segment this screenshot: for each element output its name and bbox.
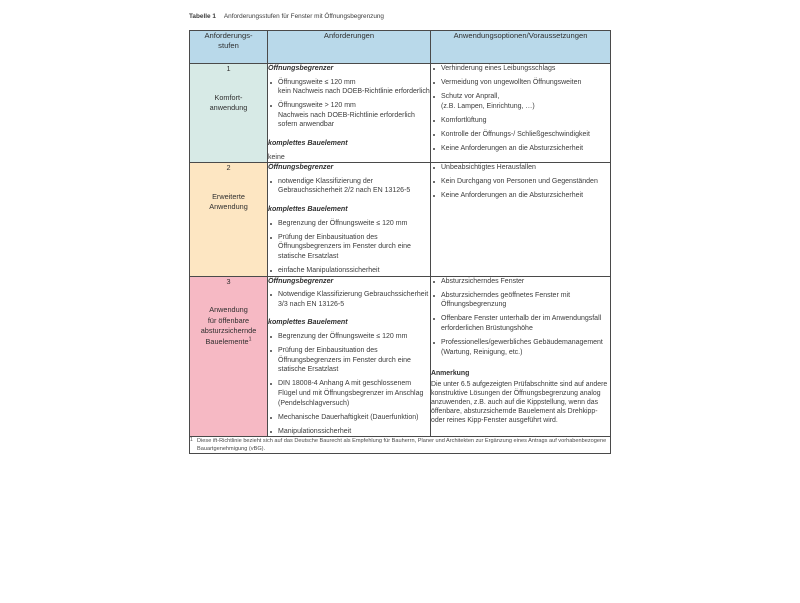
requirements-group2-list: Begrenzung der Öffnungsweite ≤ 120 mm Prü… — [268, 219, 430, 276]
list-item: Begrenzung der Öffnungsweite ≤ 120 mm — [268, 332, 430, 342]
level-number: 2 — [226, 163, 231, 173]
table-caption-label: Tabelle 1 — [189, 13, 216, 20]
requirements-group-title: Öffnungsbegrenzer — [268, 163, 334, 172]
requirements-cell-1: Öffnungsbegrenzer Öffnungsweite ≤ 120 mm… — [267, 62, 431, 164]
list-item: Komfortlüftung — [431, 116, 610, 126]
requirements-group2-title: komplettes Bauelement — [268, 318, 348, 327]
requirements-cell-3: Öffnungsbegrenzer Notwendige Klassifizie… — [267, 275, 431, 438]
list-item: Notwendige Klassifizierung Gebrauchssich… — [268, 290, 430, 309]
list-item: Keine Anforderungen an die Absturzsicher… — [431, 191, 610, 201]
requirements-group-title: Öffnungsbegrenzer — [268, 64, 334, 72]
list-item: DIN 18008-4 Anhang A mit geschlossenem F… — [268, 379, 430, 408]
requirements-group2-list: Begrenzung der Öffnungsweite ≤ 120 mm Prü… — [268, 332, 430, 436]
requirements-group2-title: komplettes Bauelement — [268, 205, 348, 214]
level-name: Komfort-anwendung — [209, 92, 248, 113]
level-cell-1: 1 Komfort-anwendung — [189, 62, 268, 164]
list-item: Mechanische Dauerhaftigkeit (Dauerfunkti… — [268, 413, 430, 423]
table-body: 1 Komfort-anwendung Öffnungsbegrenzer Öf… — [189, 62, 611, 455]
footnote-text: Diese ift-Richtlinie bezieht sich auf da… — [197, 438, 607, 453]
list-item: Offenbare Fenster unterhalb der im Anwen… — [431, 314, 610, 333]
requirements-group1-list: notwendige Klassifizierung der Gebrauchs… — [268, 177, 430, 196]
anmerkung-block: Anmerkung Die unter 6.5 aufgezeigten Prü… — [431, 369, 610, 425]
list-item: Schutz vor Anprall,(z.B. Lampen, Einrich… — [431, 92, 610, 111]
list-item: Verhinderung eines Leibungsschlags — [431, 64, 610, 74]
requirements-group2-plain: keine — [268, 153, 285, 161]
list-item: Prüfung der Einbausituation des Öffnungs… — [268, 346, 430, 375]
footnote-cell: 1 Diese ift-Richtlinie bezieht sich auf … — [189, 436, 611, 455]
footnote-mark: 1 — [190, 437, 193, 444]
requirements-group2-title: komplettes Bauelement — [268, 139, 348, 148]
requirements-group1-list: Notwendige Klassifizierung Gebrauchssich… — [268, 290, 430, 309]
table-footnote-row: 1 Diese ift-Richtlinie bezieht sich auf … — [189, 436, 611, 455]
list-item: Absturzsicherndes Fenster — [431, 277, 610, 287]
anmerkung-title: Anmerkung — [431, 370, 470, 378]
requirements-group-title: Öffnungsbegrenzer — [268, 276, 334, 285]
level-name-footnote-mark: 1 — [248, 336, 252, 343]
level-number: 1 — [226, 64, 231, 73]
list-item: Prüfung der Einbausituation des Öffnungs… — [268, 233, 430, 262]
list-item: einfache Manipulationssicherheit — [268, 266, 430, 276]
list-item: Kein Durchgang von Personen und Gegenstä… — [431, 177, 610, 187]
list-item: Manipulationssicherheit — [268, 427, 430, 437]
list-item: Kontrolle der Öffnungs-/ Schließgeschwin… — [431, 130, 610, 140]
table-row: 1 Komfort-anwendung Öffnungsbegrenzer Öf… — [189, 62, 611, 164]
list-item: notwendige Klassifizierung der Gebrauchs… — [268, 177, 430, 196]
column-header-anforderungsstufen: Anforderungs-stufen — [189, 30, 268, 64]
list-item: Keine Anforderungen an die Absturzsicher… — [431, 144, 610, 154]
requirements-cell-2: Öffnungsbegrenzer notwendige Klassifizie… — [267, 162, 431, 277]
list-item: Unbeabsichtigtes Herausfallen — [431, 163, 610, 173]
list-item: Absturzsicherndes geöffnetes Fenster mit… — [431, 291, 610, 310]
table-header-row: Anforderungs-stufen Anforderungen Anwend… — [189, 30, 611, 64]
anmerkung-text: Die unter 6.5 aufgezeigten Prüfabschnitt… — [431, 380, 608, 425]
requirements-table: Anforderungs-stufen Anforderungen Anwend… — [189, 30, 611, 455]
table-caption: Tabelle 1 Anforderungsstufen für Fenster … — [189, 12, 619, 21]
requirements-table-wrapper: Anforderungs-stufen Anforderungen Anwend… — [189, 30, 611, 455]
level-number: 3 — [226, 276, 231, 286]
column-header-anwendungsoptionen: Anwendungsoptionen/Voraussetzungen — [430, 30, 611, 64]
table-caption-text: Anforderungsstufen für Fenster mit Öffnu… — [223, 13, 384, 20]
column-header-anforderungen: Anforderungen — [267, 30, 431, 64]
list-item: Vermeidung von ungewollten Öffnungsweite… — [431, 78, 610, 88]
list-item: Begrenzung der Öffnungsweite ≤ 120 mm — [268, 219, 430, 229]
list-item: Professionelles/gewerbliches Gebäudemana… — [431, 338, 610, 357]
